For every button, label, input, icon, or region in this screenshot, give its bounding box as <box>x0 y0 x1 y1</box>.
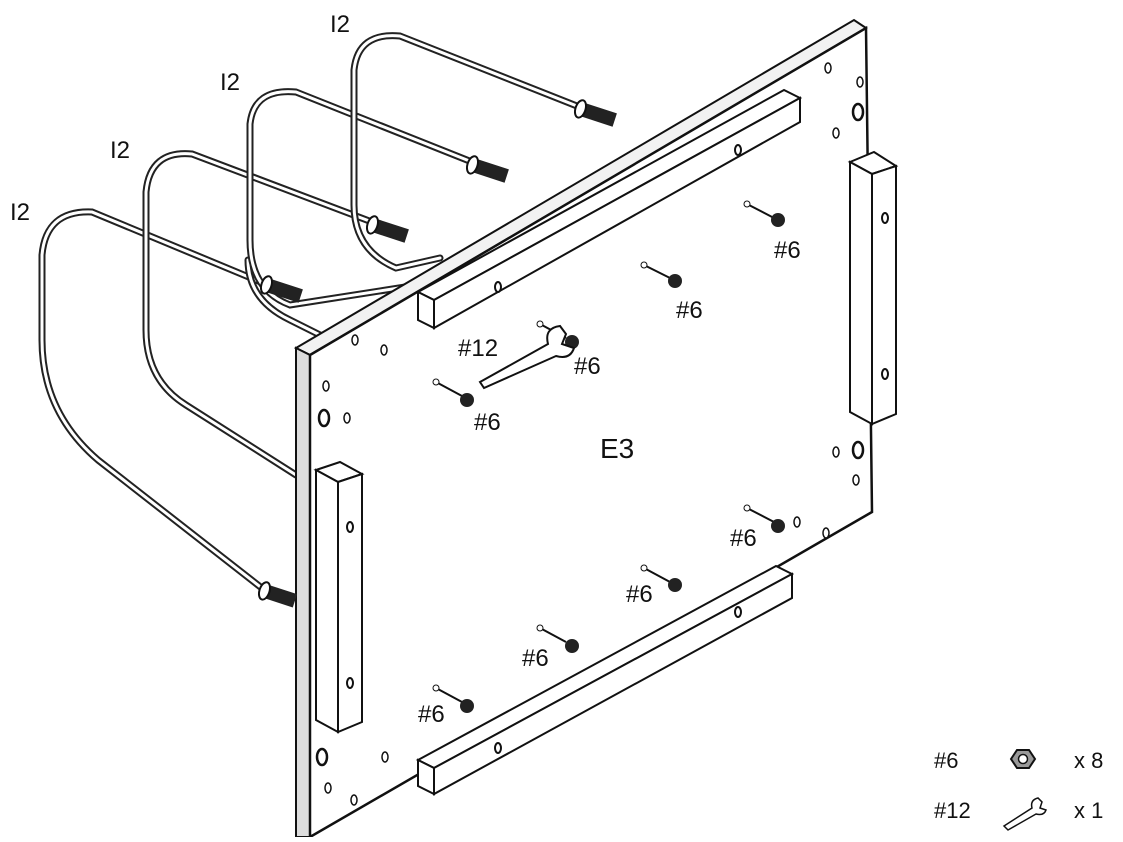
panel-e3 <box>293 18 874 840</box>
rail-right <box>847 150 899 426</box>
parts-qty: x 8 <box>1074 748 1103 773</box>
nut-label-4: #6 <box>474 409 501 436</box>
parts-code: #12 <box>934 798 971 823</box>
rod-3 <box>246 88 476 309</box>
panel-face <box>308 25 874 840</box>
labels: I2 I2 I2 I2 E3 #12 #6 #6 #6 #6 #6 #6 #6 … <box>10 11 801 728</box>
rod-label-2: I2 <box>110 137 130 164</box>
wrench-label: #12 <box>458 335 498 362</box>
rails <box>313 88 899 796</box>
nut-label-6: #6 <box>626 581 653 608</box>
nut-label-1: #6 <box>774 237 801 264</box>
rod-4 <box>350 32 586 272</box>
rod-2 <box>142 150 376 479</box>
nut-6 <box>640 564 682 592</box>
nut-7 <box>536 624 579 653</box>
parts-list: #6 x 8 #12 x 1 <box>934 748 1103 831</box>
rail-top <box>415 88 803 330</box>
nut-4 <box>432 378 474 407</box>
nut-label-7: #6 <box>522 645 549 672</box>
nut-5 <box>743 504 785 533</box>
wrench-part <box>478 324 576 390</box>
rod-label-3: I2 <box>220 69 240 96</box>
rod-label-1: I2 <box>10 199 30 226</box>
nut-2 <box>640 261 682 288</box>
parts-qty: x 1 <box>1074 798 1103 823</box>
nut-label-3: #6 <box>574 353 601 380</box>
rail-bottom <box>415 564 795 796</box>
nut-label-5: #6 <box>730 525 757 552</box>
hex-nut-icon <box>1009 749 1037 769</box>
panel-side-edge <box>295 346 311 838</box>
rail-left <box>313 460 365 734</box>
rod-ends <box>257 99 617 608</box>
nuts <box>432 200 785 713</box>
rod-1 <box>38 208 276 600</box>
parts-row-wrench: #12 x 1 <box>934 797 1103 831</box>
nut-8 <box>432 684 474 713</box>
parts-code: #6 <box>934 748 958 773</box>
wrench-icon <box>1002 797 1047 831</box>
nut-label-8: #6 <box>418 701 445 728</box>
panel-holes <box>315 62 865 806</box>
parts-row-nut: #6 x 8 <box>934 748 1103 773</box>
nut-label-2: #6 <box>676 297 703 324</box>
rods <box>38 32 586 600</box>
rod-label-4: I2 <box>330 11 350 38</box>
nut-1 <box>743 200 785 227</box>
panel-label: E3 <box>600 433 634 464</box>
